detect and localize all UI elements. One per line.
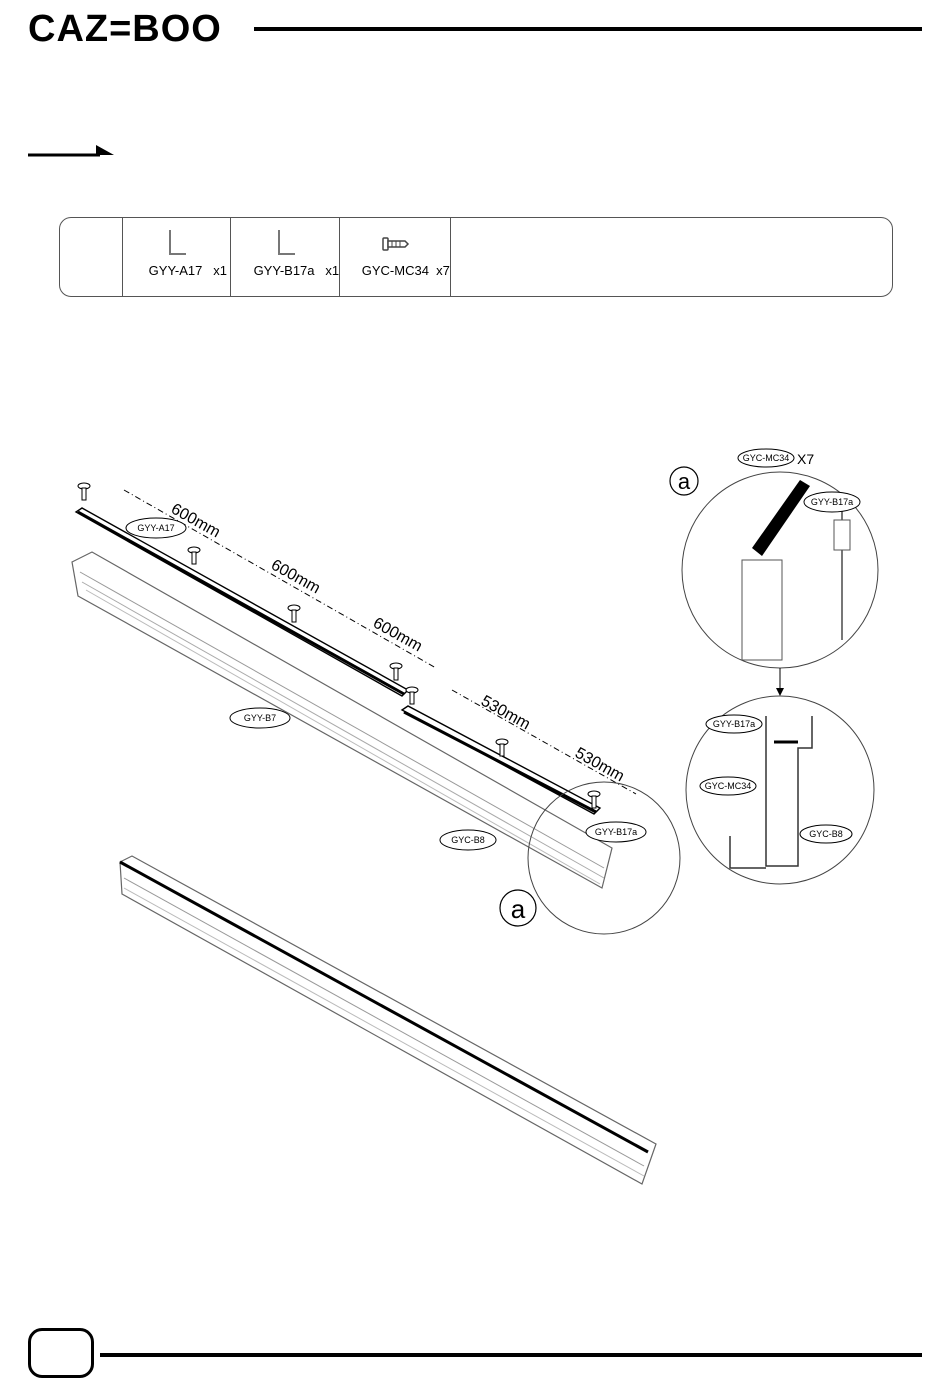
part-code: GYY-A17 bbox=[149, 263, 203, 278]
callout-gyy-a17: GYY-A17 bbox=[137, 523, 174, 533]
dimension-label: 530mm bbox=[572, 745, 627, 786]
assembly-diagram: 600mm 600mm 600mm 530mm 530mm GYY-A17 GY… bbox=[0, 420, 950, 1200]
parts-list: GYY-A17 x1 GYY-B17a x1 GYC-MC34 x7 bbox=[59, 217, 893, 297]
page-number-box bbox=[28, 1328, 94, 1378]
part-cell-mc34: GYC-MC34 x7 bbox=[339, 218, 451, 296]
callout-gyc-b8: GYC-B8 bbox=[451, 835, 485, 845]
header-rule bbox=[254, 27, 922, 31]
part-qty: x1 bbox=[325, 263, 339, 278]
assembled-rail bbox=[120, 856, 656, 1184]
callout-gyc-mc34: GYC-MC34 bbox=[705, 781, 752, 791]
callout-gyc-mc34: GYC-MC34 bbox=[743, 453, 790, 463]
callout-gyc-b8: GYC-B8 bbox=[809, 829, 843, 839]
callout-gyy-b17a: GYY-B17a bbox=[595, 827, 637, 837]
part-qty: x1 bbox=[213, 263, 227, 278]
part-label: GYC-MC34 x7 bbox=[340, 248, 450, 293]
footer-rule bbox=[100, 1353, 922, 1357]
dimension-label: 600mm bbox=[268, 557, 323, 598]
part-label: GYY-B17a x1 bbox=[231, 248, 340, 293]
part-cell-a17: GYY-A17 x1 bbox=[122, 218, 231, 296]
step-arrow-icon bbox=[28, 140, 118, 162]
callout-gyy-b17a: GYY-B17a bbox=[713, 719, 755, 729]
detail-marker: a bbox=[511, 894, 526, 924]
part-code: GYY-B17a bbox=[254, 263, 315, 278]
dimension-label: 600mm bbox=[370, 615, 425, 656]
brand-logo: CAZ=BOO bbox=[28, 8, 222, 50]
part-code: GYC-MC34 bbox=[362, 263, 429, 278]
detail-marker: a bbox=[678, 469, 691, 494]
detail-qty: X7 bbox=[797, 451, 814, 467]
callout-gyy-b17a: GYY-B17a bbox=[811, 497, 853, 507]
part-cell-b17a: GYY-B17a x1 bbox=[230, 218, 340, 296]
callout-gyy-b7: GYY-B7 bbox=[244, 713, 276, 723]
part-qty: x7 bbox=[436, 263, 450, 278]
dimension-label: 530mm bbox=[478, 693, 533, 734]
part-label: GYY-A17 x1 bbox=[123, 248, 231, 293]
